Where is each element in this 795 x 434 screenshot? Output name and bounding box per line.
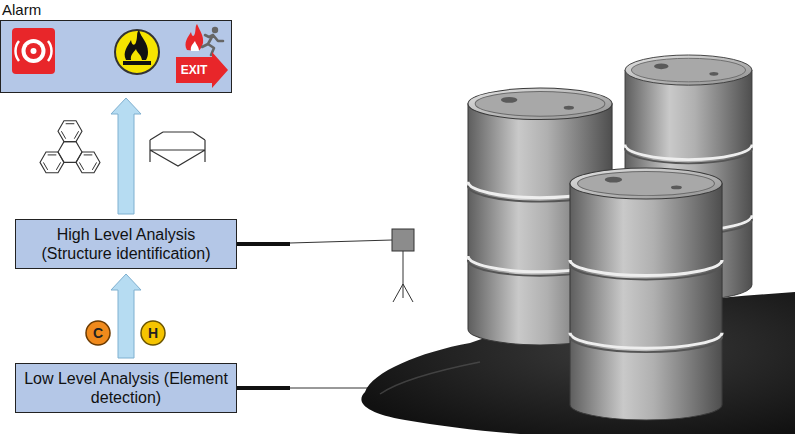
alarm-panel: Alarm	[0, 0, 232, 93]
icon-ground	[115, 30, 159, 74]
double-bond	[74, 131, 78, 138]
double-bond	[61, 131, 65, 138]
alarm-bell-icon	[12, 28, 55, 74]
cable	[235, 386, 290, 390]
alarm-panel-fill	[1, 20, 231, 93]
exit-flame-inner	[191, 41, 199, 51]
element-badge	[141, 321, 165, 345]
double-bond	[92, 162, 96, 169]
box-label: Low Level Analysis (Element detection)	[24, 369, 228, 407]
benzene-ring	[58, 121, 82, 142]
bicyclic-molecule	[150, 132, 205, 166]
puddle-highlight	[380, 362, 480, 394]
element-badge	[86, 321, 110, 345]
flow-arrow	[111, 98, 141, 214]
icon-ground	[12, 28, 55, 74]
double-bond	[43, 162, 47, 169]
exit-sign-text: EXIT	[181, 63, 208, 77]
panel-heading: Alarm	[0, 0, 232, 20]
sound-wave	[48, 41, 52, 61]
bell-core	[26, 43, 42, 59]
double-bond	[84, 154, 93, 155]
flame-base	[123, 61, 151, 65]
exit-flame	[186, 24, 204, 51]
triphenylene-molecule	[40, 121, 100, 173]
double-bond	[66, 123, 75, 124]
double-bond	[79, 162, 83, 169]
sound-wave	[15, 41, 19, 61]
flow-arrow	[111, 274, 141, 358]
flame-inner	[131, 49, 142, 60]
alarm-panel-border	[0, 20, 232, 93]
barrel	[570, 168, 722, 420]
cable	[235, 242, 290, 246]
bell-ring	[22, 39, 46, 63]
benzene-ring	[40, 152, 64, 173]
sensor-tripod	[392, 229, 414, 302]
bell-center	[31, 48, 37, 54]
double-bond	[48, 154, 57, 155]
exit-arrow	[176, 52, 228, 88]
sensor-head	[392, 229, 414, 251]
double-bond	[56, 162, 60, 169]
tripod-legs	[393, 251, 413, 302]
benzene-ring	[76, 152, 100, 173]
process-box: Low Level Analysis (Element detection)	[15, 363, 237, 413]
flame	[125, 30, 148, 60]
element-letter: C	[93, 325, 103, 341]
flammable-icon	[115, 30, 159, 74]
fire-exit-icon	[176, 24, 228, 88]
box-label: High Level Analysis (Structure identific…	[24, 225, 228, 263]
runner-head	[212, 27, 218, 33]
cable	[290, 240, 392, 243]
runner-figure	[202, 35, 223, 55]
process-box: High Level Analysis (Structure identific…	[15, 219, 237, 269]
element-letter: H	[148, 325, 158, 341]
